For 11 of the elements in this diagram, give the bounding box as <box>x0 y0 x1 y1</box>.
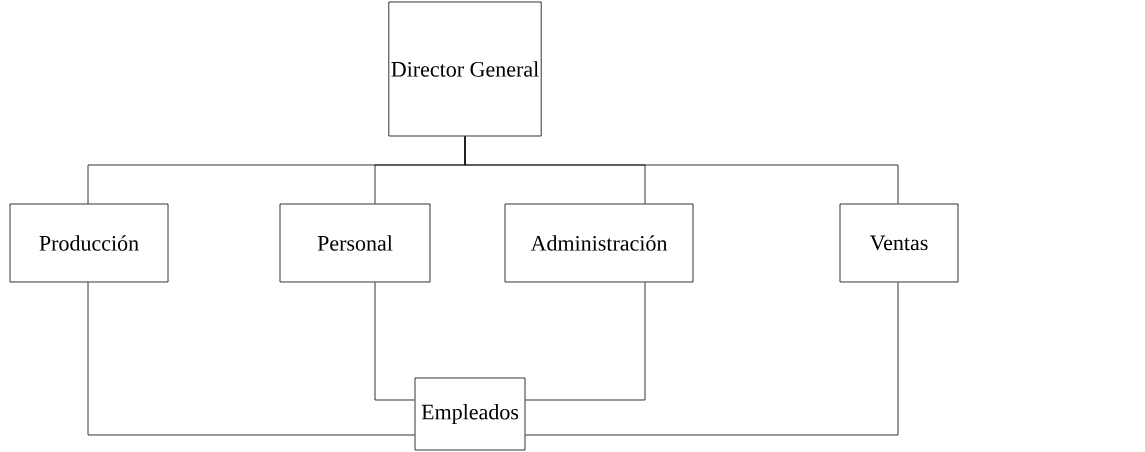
connector-line <box>525 282 646 401</box>
org-box: Personal <box>279 203 431 283</box>
org-box: Producción <box>9 203 169 283</box>
org-box: Administración <box>504 203 694 283</box>
connector-line <box>87 282 415 436</box>
connector-line <box>525 282 899 436</box>
org-box: Empleados <box>414 377 526 451</box>
connector-line <box>464 136 899 204</box>
org-box: Ventas <box>839 203 959 283</box>
connector-line <box>374 282 415 401</box>
org-box: Director General <box>388 1 542 137</box>
